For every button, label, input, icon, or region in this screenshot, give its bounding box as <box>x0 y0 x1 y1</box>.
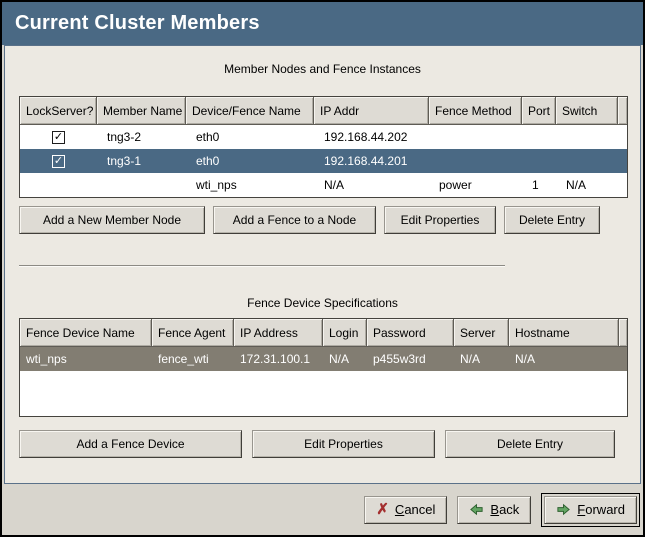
column-header-filler <box>619 319 627 347</box>
forward-arrow-icon <box>556 502 571 517</box>
fence-devices-table: Fence Device Name Fence Agent IP Address… <box>19 318 628 417</box>
member-table-title: Member Nodes and Fence Instances <box>5 62 640 76</box>
cancel-button-label: Cancel <box>395 502 435 517</box>
ip-address-cell: 172.31.100.1 <box>234 352 323 366</box>
device-fence-name-cell: eth0 <box>186 130 314 144</box>
add-fence-to-node-button[interactable]: Add a Fence to a Node <box>213 206 376 234</box>
device-fence-name-cell: eth0 <box>186 154 314 168</box>
member-table-header: LockServer? Member Name Device/Fence Nam… <box>20 97 627 125</box>
table-row[interactable]: wti_nps N/A power 1 N/A <box>20 173 627 197</box>
column-header-port[interactable]: Port <box>522 97 556 125</box>
fence-table-header: Fence Device Name Fence Agent IP Address… <box>20 319 627 347</box>
column-header-ip-address[interactable]: IP Address <box>234 319 323 347</box>
column-header-switch[interactable]: Switch <box>556 97 618 125</box>
back-button[interactable]: Back <box>457 496 531 524</box>
table-row-selected[interactable]: wti_nps fence_wti 172.31.100.1 N/A p455w… <box>20 347 627 371</box>
column-header-member-name[interactable]: Member Name <box>97 97 186 125</box>
column-header-fence-method[interactable]: Fence Method <box>429 97 522 125</box>
section-separator <box>19 265 505 267</box>
member-name-cell: tng3-1 <box>97 154 186 168</box>
checkbox-checked-icon[interactable]: ✓ <box>52 131 65 144</box>
titlebar: Current Cluster Members <box>2 2 643 45</box>
fence-device-name-cell: wti_nps <box>20 352 152 366</box>
content-panel: Member Nodes and Fence Instances LockSer… <box>4 45 641 484</box>
column-header-lockserver[interactable]: LockServer? <box>20 97 97 125</box>
member-nodes-table: LockServer? Member Name Device/Fence Nam… <box>19 96 628 198</box>
delete-entry-button[interactable]: Delete Entry <box>445 430 615 458</box>
column-header-ip-addr[interactable]: IP Addr <box>314 97 429 125</box>
column-header-login[interactable]: Login <box>323 319 367 347</box>
ip-addr-cell: 192.168.44.202 <box>314 130 429 144</box>
add-new-member-node-button[interactable]: Add a New Member Node <box>19 206 205 234</box>
fence-method-cell: power <box>429 178 522 192</box>
port-cell: 1 <box>522 178 556 192</box>
lockserver-checkbox-cell[interactable]: ✓ <box>20 155 97 168</box>
column-header-hostname[interactable]: Hostname <box>509 319 619 347</box>
login-cell: N/A <box>323 352 367 366</box>
column-header-device-fence-name[interactable]: Device/Fence Name <box>186 97 314 125</box>
cancel-x-icon: ✗ <box>376 502 389 517</box>
member-button-row: Add a New Member Node Add a Fence to a N… <box>19 206 600 234</box>
cancel-button[interactable]: ✗ Cancel <box>364 496 447 524</box>
password-cell: p455w3rd <box>367 352 454 366</box>
hostname-cell: N/A <box>509 352 619 366</box>
column-header-filler <box>618 97 627 125</box>
lockserver-checkbox-cell[interactable]: ✓ <box>20 131 97 144</box>
device-fence-name-cell: wti_nps <box>186 178 314 192</box>
forward-button-label: Forward <box>577 502 625 517</box>
edit-properties-button[interactable]: Edit Properties <box>252 430 435 458</box>
column-header-fence-agent[interactable]: Fence Agent <box>152 319 234 347</box>
table-row[interactable]: ✓ tng3-2 eth0 192.168.44.202 <box>20 125 627 149</box>
back-arrow-icon <box>469 502 484 517</box>
ip-addr-cell: N/A <box>314 178 429 192</box>
member-name-cell: tng3-2 <box>97 130 186 144</box>
page-title: Current Cluster Members <box>15 12 260 35</box>
column-header-password[interactable]: Password <box>367 319 454 347</box>
forward-button[interactable]: Forward <box>544 496 637 524</box>
ip-addr-cell: 192.168.44.201 <box>314 154 429 168</box>
checkbox-checked-icon[interactable]: ✓ <box>52 155 65 168</box>
column-header-fence-device-name[interactable]: Fence Device Name <box>20 319 152 347</box>
wizard-footer: ✗ Cancel Back Forward <box>4 486 640 533</box>
fence-table-title: Fence Device Specifications <box>5 296 640 310</box>
add-fence-device-button[interactable]: Add a Fence Device <box>19 430 242 458</box>
forward-button-default-ring: Forward <box>541 493 640 527</box>
fence-agent-cell: fence_wti <box>152 352 234 366</box>
fence-button-row: Add a Fence Device Edit Properties Delet… <box>19 430 615 458</box>
column-header-server[interactable]: Server <box>454 319 509 347</box>
switch-cell: N/A <box>556 178 618 192</box>
table-row-selected[interactable]: ✓ tng3-1 eth0 192.168.44.201 <box>20 149 627 173</box>
server-cell: N/A <box>454 352 509 366</box>
delete-entry-button[interactable]: Delete Entry <box>504 206 600 234</box>
back-button-label: Back <box>490 502 519 517</box>
edit-properties-button[interactable]: Edit Properties <box>384 206 496 234</box>
